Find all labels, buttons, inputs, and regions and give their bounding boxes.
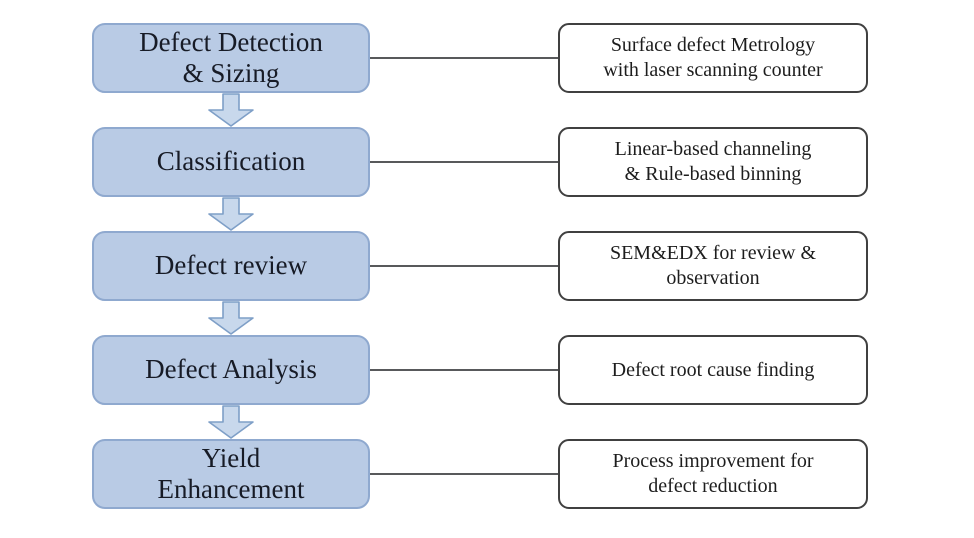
detail-label: Defect root cause finding <box>611 358 815 381</box>
flow-row-yield-enhancement: Yield Enhancement Process improvement fo… <box>0 439 974 509</box>
connector-line <box>370 161 558 163</box>
down-arrow-shape <box>208 93 254 127</box>
down-arrow-shape <box>208 301 254 335</box>
detail-box-root-cause: Defect root cause finding <box>558 335 868 405</box>
down-arrow-shape <box>208 197 254 231</box>
step-label: Defect review <box>154 250 308 281</box>
detail-label: SEM&EDX for review & observation <box>609 242 817 289</box>
flow-row-defect-analysis: Defect Analysis Defect root cause findin… <box>0 335 974 405</box>
connector-line <box>370 265 558 267</box>
step-label: Yield Enhancement <box>157 442 305 504</box>
detail-label: Linear-based channeling & Rule-based bin… <box>614 138 812 185</box>
step-box-defect-detection: Defect Detection & Sizing <box>92 23 370 93</box>
detail-box-surface-metrology: Surface defect Metrology with laser scan… <box>558 23 868 93</box>
detail-label: Process improvement for defect reduction <box>612 450 814 497</box>
detail-box-process-improvement: Process improvement for defect reduction <box>558 439 868 509</box>
step-box-yield-enhancement: Yield Enhancement <box>92 439 370 509</box>
flow-row-defect-detection: Defect Detection & Sizing Surface defect… <box>0 23 974 93</box>
flow-row-classification: Classification Linear-based channeling &… <box>0 127 974 197</box>
detail-label: Surface defect Metrology with laser scan… <box>603 34 823 81</box>
step-box-defect-analysis: Defect Analysis <box>92 335 370 405</box>
down-arrow-shape <box>208 405 254 439</box>
down-arrow-icon <box>208 405 254 439</box>
flow-row-defect-review: Defect review SEM&EDX for review & obser… <box>0 231 974 301</box>
connector-line <box>370 369 558 371</box>
step-box-classification: Classification <box>92 127 370 197</box>
connector-line <box>370 57 558 59</box>
down-arrow-icon <box>208 197 254 231</box>
step-box-defect-review: Defect review <box>92 231 370 301</box>
detail-box-sem-edx: SEM&EDX for review & observation <box>558 231 868 301</box>
step-label: Classification <box>156 146 306 177</box>
connector-line <box>370 473 558 475</box>
detail-box-binning: Linear-based channeling & Rule-based bin… <box>558 127 868 197</box>
step-label: Defect Detection & Sizing <box>139 26 323 88</box>
down-arrow-icon <box>208 301 254 335</box>
step-label: Defect Analysis <box>145 354 317 385</box>
down-arrow-icon <box>208 93 254 127</box>
